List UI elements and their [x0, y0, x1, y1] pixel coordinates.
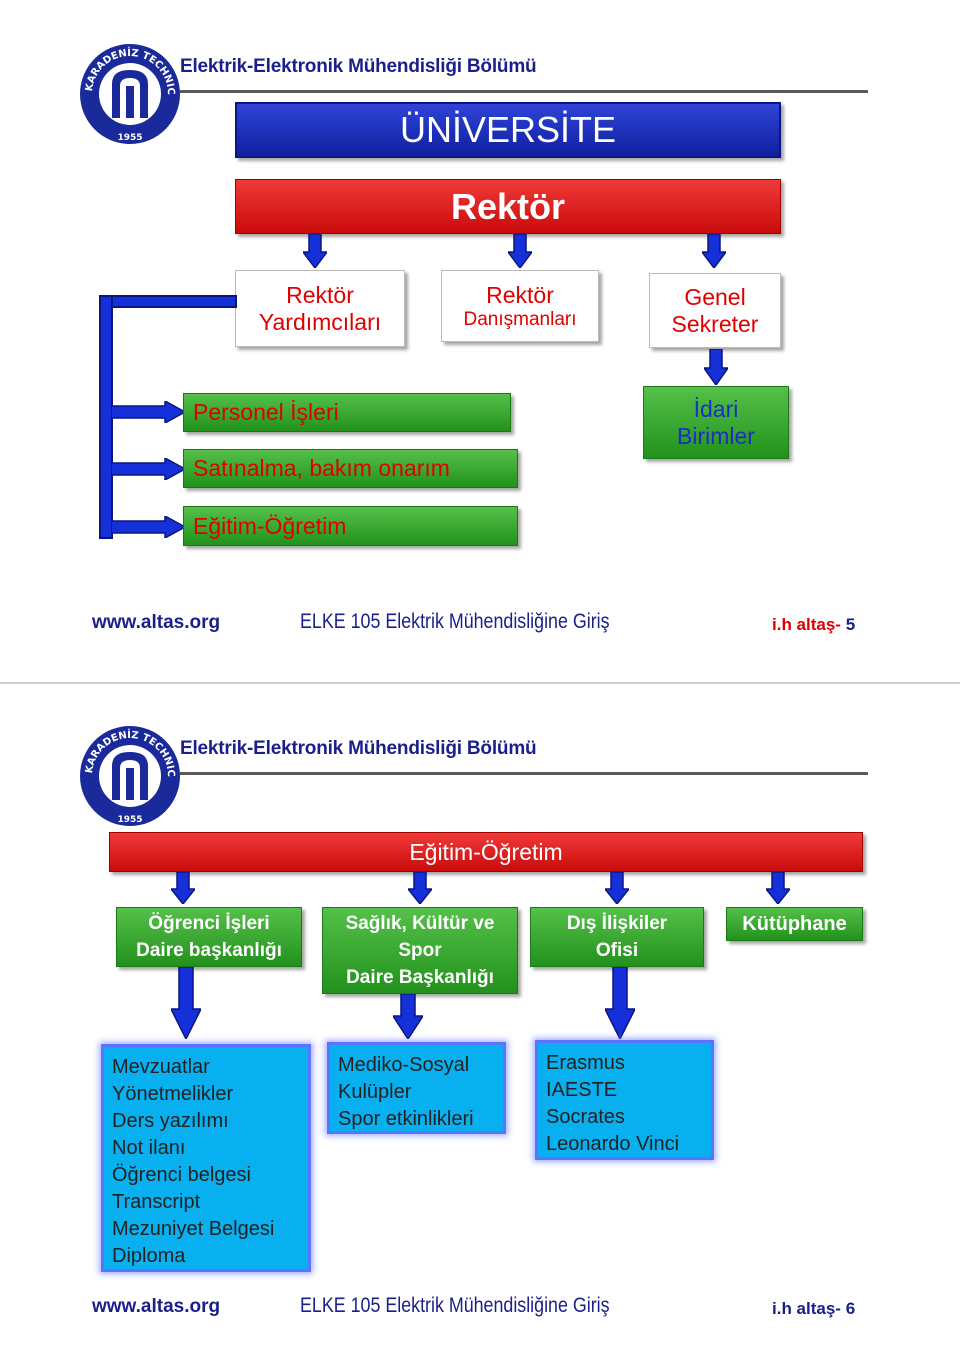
- arrow-down-icon: [171, 872, 195, 904]
- arrow-down-icon: [605, 967, 635, 1039]
- connector-top: [99, 295, 237, 308]
- unit-line: Sağlık, Kültür ve: [345, 913, 495, 934]
- university-box: ÜNİVERSİTE: [235, 102, 781, 158]
- arrow-right-icon: [111, 516, 185, 538]
- detail-item: Spor etkinlikleri: [338, 1108, 474, 1130]
- arrow-down-icon: [171, 967, 201, 1039]
- slide-6: KARADENİZ TECHNICAL UNIVERSITY 1955 Elek…: [0, 684, 960, 1367]
- general-secretary-box: Genel Sekreter: [649, 273, 781, 348]
- slide-separator: [0, 682, 960, 684]
- personnel-label: Personel İşleri: [193, 399, 339, 425]
- detail-item: Mevzuatlar: [112, 1056, 210, 1078]
- header-rule: [180, 90, 868, 93]
- arrow-down-icon: [702, 234, 726, 268]
- unit-line: Kütüphane: [742, 912, 847, 935]
- rector-advisors-line1: Rektör: [486, 281, 554, 308]
- education-box: Eğitim-Öğretim: [183, 506, 518, 546]
- foreign-relations-details: Erasmus IAESTE Socrates Leonardo Vinci: [535, 1040, 714, 1160]
- arrow-down-icon: [605, 872, 629, 904]
- detail-item: Mediko-Sosyal: [338, 1054, 470, 1076]
- arrow-down-icon: [704, 349, 728, 385]
- footer-course: ELKE 105 Elektrik Mühendisliğine Giriş: [300, 1294, 610, 1317]
- rector-advisors-line2: Danışmanları: [463, 308, 577, 330]
- arrow-right-icon: [111, 401, 185, 423]
- rector-advisors-box: Rektör Danışmanları: [441, 270, 599, 342]
- footer-site: www.altas.org: [92, 612, 221, 633]
- general-secretary-line2: Sekreter: [671, 310, 759, 337]
- arrow-right-icon: [111, 458, 185, 480]
- footer-course: ELKE 105 Elektrik Mühendisliğine Giriş: [300, 610, 610, 633]
- education-title-box: Eğitim-Öğretim: [109, 832, 863, 872]
- unit-line: Öğrenci İşleri: [148, 913, 270, 934]
- rector-box: Rektör: [235, 179, 781, 234]
- footer-page: i.h altaş- 5: [772, 615, 855, 635]
- arrow-down-icon: [408, 872, 432, 904]
- unit-line: Daire başkanlığı: [136, 940, 282, 961]
- admin-units-line1: İdari: [693, 395, 739, 422]
- student-affairs-box: Öğrenci İşleri Daire başkanlığı: [116, 907, 302, 967]
- footer-author: i.h altaş-: [772, 615, 841, 634]
- university-title: ÜNİVERSİTE: [399, 109, 617, 150]
- department-title: Elektrik-Elektronik Mühendisliği Bölümü: [180, 56, 537, 77]
- detail-item: Leonardo Vinci: [546, 1133, 680, 1155]
- header-rule: [180, 772, 868, 775]
- footer-page-number: 5: [845, 615, 856, 634]
- footer-author: i.h altaş-: [772, 1299, 841, 1318]
- unit-line: Dış İlişkiler: [566, 913, 668, 934]
- unit-line: Spor: [398, 940, 442, 961]
- personnel-box: Personel İşleri: [183, 393, 511, 432]
- arrow-down-icon: [393, 994, 423, 1039]
- rector-assistants-line2: Yardımcıları: [258, 308, 382, 335]
- slide-5: KARADENİZ TECHNICAL UNIVERSITY 1955 Elek…: [0, 0, 960, 683]
- detail-item: Erasmus: [546, 1052, 625, 1074]
- detail-item: Transcript: [112, 1191, 201, 1213]
- detail-item: Öğrenci belgesi: [112, 1164, 251, 1186]
- procurement-label: Satınalma, bakım onarım: [193, 455, 450, 481]
- detail-item: Ders yazılımı: [112, 1110, 229, 1132]
- detail-item: Socrates: [546, 1106, 625, 1128]
- detail-item: IAESTE: [546, 1079, 618, 1101]
- arrow-down-icon: [766, 872, 790, 904]
- detail-item: Yönetmelikler: [112, 1083, 234, 1105]
- library-box: Kütüphane: [726, 907, 863, 941]
- unit-line: Ofisi: [595, 940, 639, 961]
- general-secretary-line1: Genel: [684, 283, 746, 310]
- rector-assistants-line1: Rektör: [286, 281, 354, 308]
- footer-page-number: 6: [845, 1299, 856, 1318]
- ktu-logo: KARADENİZ TECHNICAL UNIVERSITY 1955: [78, 724, 180, 826]
- arrow-down-icon: [303, 234, 327, 268]
- unit-line: Daire Başkanlığı: [346, 967, 494, 988]
- admin-units-box: İdari Birimler: [643, 386, 789, 459]
- arrow-down-icon: [508, 234, 532, 268]
- department-title: Elektrik-Elektronik Mühendisliği Bölümü: [180, 738, 537, 759]
- detail-item: Mezuniyet Belgesi: [112, 1218, 275, 1240]
- student-affairs-details: Mevzuatlar Yönetmelikler Ders yazılımı N…: [101, 1044, 311, 1272]
- detail-item: Not ilanı: [112, 1137, 186, 1159]
- detail-item: Kulüpler: [338, 1081, 412, 1103]
- foreign-relations-box: Dış İlişkiler Ofisi: [530, 907, 704, 967]
- rector-label: Rektör: [450, 185, 566, 227]
- education-title: Eğitim-Öğretim: [409, 838, 563, 865]
- rector-assistants-box: Rektör Yardımcıları: [235, 270, 405, 347]
- ktu-logo: KARADENİZ TECHNICAL UNIVERSITY 1955: [78, 42, 180, 144]
- education-label: Eğitim-Öğretim: [193, 512, 347, 539]
- logo-year: 1955: [117, 815, 142, 825]
- health-culture-sports-box: Sağlık, Kültür ve Spor Daire Başkanlığı: [322, 907, 518, 994]
- admin-units-line2: Birimler: [677, 422, 755, 449]
- logo-year: 1955: [117, 133, 142, 143]
- procurement-box: Satınalma, bakım onarım: [183, 449, 518, 488]
- footer-site: www.altas.org: [92, 1296, 221, 1317]
- footer-page: i.h altaş- 6: [772, 1299, 855, 1319]
- health-culture-details: Mediko-Sosyal Kulüpler Spor etkinlikleri: [327, 1042, 506, 1134]
- detail-item: Diploma: [112, 1245, 186, 1267]
